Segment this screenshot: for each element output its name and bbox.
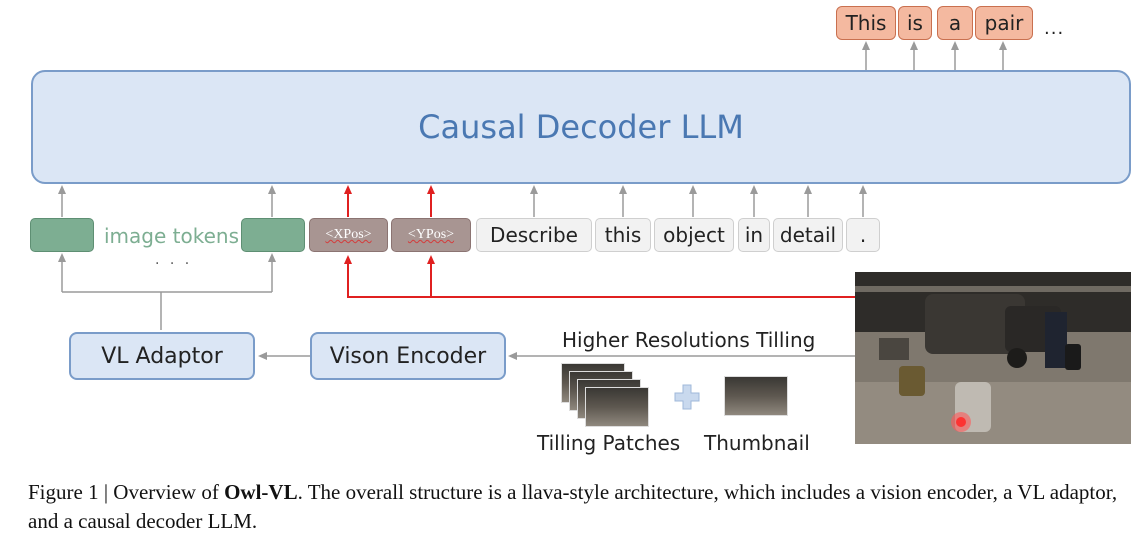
tilling-label: Higher Resolutions Tilling	[562, 328, 816, 352]
tilling-patches-label: Tilling Patches	[537, 431, 681, 455]
text-token-object: object	[654, 218, 734, 252]
output-token-a: a	[937, 6, 973, 40]
thumbnail-label: Thumbnail	[704, 431, 810, 455]
output-ellipsis: ...	[1044, 18, 1065, 39]
vl-adaptor-label: VL Adaptor	[101, 343, 223, 369]
text-token-period: .	[846, 218, 880, 252]
caption-model-name: Owl-VL	[224, 480, 298, 504]
vl-adaptor-box: VL Adaptor	[69, 332, 255, 380]
vision-encoder-box: Vison Encoder	[310, 332, 506, 380]
ypos-label: <YPos>	[407, 227, 455, 242]
image-token-last	[241, 218, 305, 252]
caption-suffix: . The overall structure is a llava-style…	[28, 480, 1118, 533]
text-token-describe: Describe	[476, 218, 592, 252]
causal-decoder-llm: Causal Decoder LLM	[31, 70, 1131, 184]
text-token-in: in	[738, 218, 770, 252]
output-token-pair: pair	[975, 6, 1033, 40]
image-token-first	[30, 218, 94, 252]
parking-scene-illustration	[855, 272, 1131, 444]
image-tokens-dots: · · ·	[155, 256, 193, 272]
figure-caption: Figure 1 | Overview of Owl-VL. The overa…	[28, 478, 1118, 536]
ypos-token: <YPos>	[391, 218, 471, 252]
caption-prefix: Figure 1 | Overview of	[28, 480, 225, 504]
text-token-detail: detail	[773, 218, 843, 252]
input-photo	[855, 272, 1131, 444]
thumbnail-image	[724, 376, 788, 416]
plus-icon	[674, 384, 700, 410]
llm-label: Causal Decoder LLM	[418, 108, 744, 146]
image-tokens-label: image tokens	[104, 224, 239, 248]
output-token-this: This	[836, 6, 896, 40]
xpos-label: <XPos>	[325, 227, 372, 242]
xpos-token: <XPos>	[309, 218, 388, 252]
output-token-is: is	[898, 6, 932, 40]
vision-encoder-label: Vison Encoder	[329, 343, 487, 369]
tilling-patch-4	[585, 387, 649, 427]
text-token-this: this	[595, 218, 651, 252]
